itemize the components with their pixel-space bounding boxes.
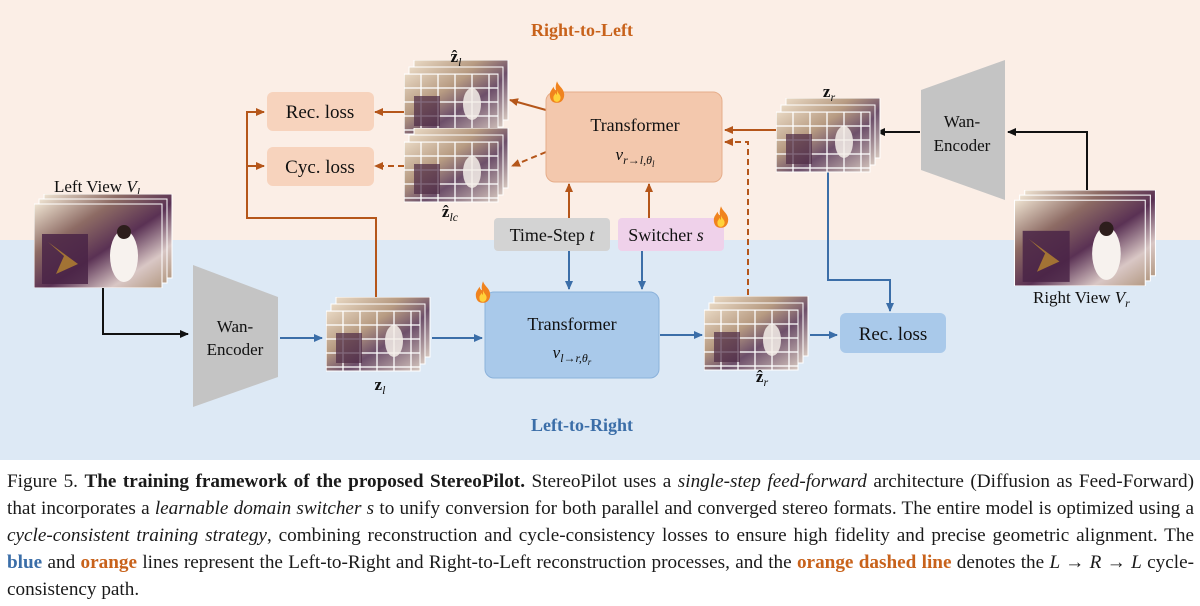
caption-text-2: architecture (Diffusion as Feed-Forward)…: [7, 471, 1194, 519]
svg-text:zl: zl: [375, 375, 387, 397]
arrow-leftview-to-encoder: [102, 285, 189, 338]
left-view-node: Left View Vl: [34, 177, 173, 288]
left-view-image: [34, 194, 173, 288]
caption-italic-1: single-step feed-forward: [677, 471, 867, 492]
caption-text-1: StereoPilot uses a: [525, 471, 678, 492]
caption-orange-word: orange: [80, 552, 138, 573]
svg-text:ẑr: ẑr: [756, 367, 769, 389]
left-to-right-title: Left-to-Right: [531, 415, 633, 435]
svg-text:ẑlc: ẑlc: [442, 202, 459, 224]
latent-z-l: zl: [326, 297, 431, 397]
latent-z-r: zr: [776, 82, 881, 173]
svg-text:Rec. loss: Rec. loss: [859, 324, 928, 345]
switcher-box: Switcher s: [618, 206, 729, 251]
svg-text:Transformer: Transformer: [527, 314, 616, 334]
svg-text:Wan-: Wan-: [944, 112, 981, 131]
caption-text-6: lines represent the Left-to-Right and Ri…: [137, 552, 797, 573]
caption-orange-dashed: orange dashed line: [796, 552, 952, 573]
cyc-loss: Cyc. loss: [267, 147, 374, 186]
svg-text:vl→r,θr: vl→r,θr: [553, 343, 592, 367]
right-wan-encoder: Wan- Encoder: [921, 60, 1005, 200]
svg-text:Encoder: Encoder: [934, 136, 991, 155]
caption-text-5: and: [42, 552, 81, 573]
rec-loss-top: Rec. loss: [267, 92, 374, 131]
left-wan-encoder: Wan- Encoder: [193, 265, 278, 407]
right-to-left-title: Right-to-Left: [531, 20, 633, 40]
dashed-cycle-transformer-to-zhatlc: [511, 151, 547, 167]
caption-math-s: s: [366, 498, 375, 519]
svg-text:Rec. loss: Rec. loss: [286, 102, 355, 123]
svg-text:Encoder: Encoder: [207, 340, 264, 359]
caption-text-3: to unify conversion for both parallel an…: [374, 498, 1195, 519]
right-view-image: [1014, 190, 1156, 286]
svg-text:Switcher s: Switcher s: [628, 225, 704, 245]
left-view-label: Left View Vl: [54, 177, 141, 199]
latent-zhat-l: ẑl: [404, 47, 509, 135]
caption-text-7: denotes the: [951, 552, 1050, 573]
caption-italic-3: cycle-consistent training strategy: [7, 525, 267, 546]
caption-title: The training framework of the proposed S…: [84, 471, 525, 492]
dashed-cycle-zhatr-to-transformer: [724, 138, 749, 305]
right-view-label: Right View Vr: [1033, 288, 1130, 310]
caption-blue-word: blue: [7, 552, 43, 573]
caption-text-8: cycle-consistency path.: [7, 552, 1194, 600]
arrow-rightview-to-encoder: [1007, 128, 1088, 194]
caption-italic-2: learnable domain switcher: [154, 498, 362, 519]
caption-figure-label: Figure 5.: [7, 471, 78, 492]
training-framework-diagram: Right-to-Left Left-to-Right Left View Vl: [0, 0, 1200, 460]
transformer-left-to-right: Transformer vl→r,θr: [475, 281, 660, 379]
arrow-zr-to-recloss: [827, 158, 894, 312]
rec-loss-bottom: Rec. loss: [840, 313, 946, 353]
latent-zhat-r: ẑr: [704, 296, 809, 389]
svg-text:vr→l,θl: vr→l,θl: [616, 145, 655, 169]
latent-zhat-lc: ẑlc: [404, 128, 509, 224]
svg-text:Time-Step t: Time-Step t: [510, 225, 596, 245]
svg-text:ẑl: ẑl: [451, 47, 463, 69]
transformer-right-to-left: Transformer vr→l,θl: [545, 81, 723, 183]
arrow-zl-to-top-losses: [246, 108, 377, 305]
figure-caption: Figure 5. The training framework of the …: [7, 468, 1194, 603]
arrow-transformer-to-zhatl: [509, 98, 547, 111]
caption-text-4: , combining reconstruction and cycle-con…: [266, 525, 1195, 546]
caption-math-path: L → R → L: [1049, 552, 1142, 573]
svg-text:Wan-: Wan-: [217, 317, 254, 336]
svg-text:Cyc. loss: Cyc. loss: [285, 157, 355, 178]
timestep-box: Time-Step t: [494, 218, 610, 251]
right-view-node: Right View Vr: [1014, 190, 1156, 310]
svg-text:zr: zr: [823, 82, 836, 104]
svg-text:Transformer: Transformer: [590, 115, 679, 135]
